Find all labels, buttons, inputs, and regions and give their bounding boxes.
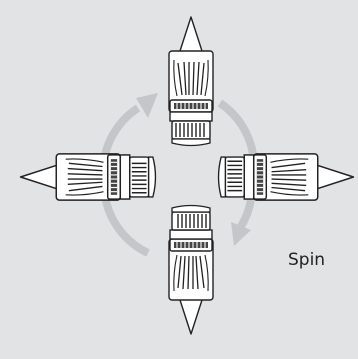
tube-top [169,17,213,146]
tube-bottom [169,206,213,335]
rotation-arrow-bottom-left [105,196,148,253]
tube-right [219,154,354,200]
tube-left [21,154,156,200]
spin-label: Spin [288,250,325,270]
rotation-arrowhead-top [136,93,158,118]
